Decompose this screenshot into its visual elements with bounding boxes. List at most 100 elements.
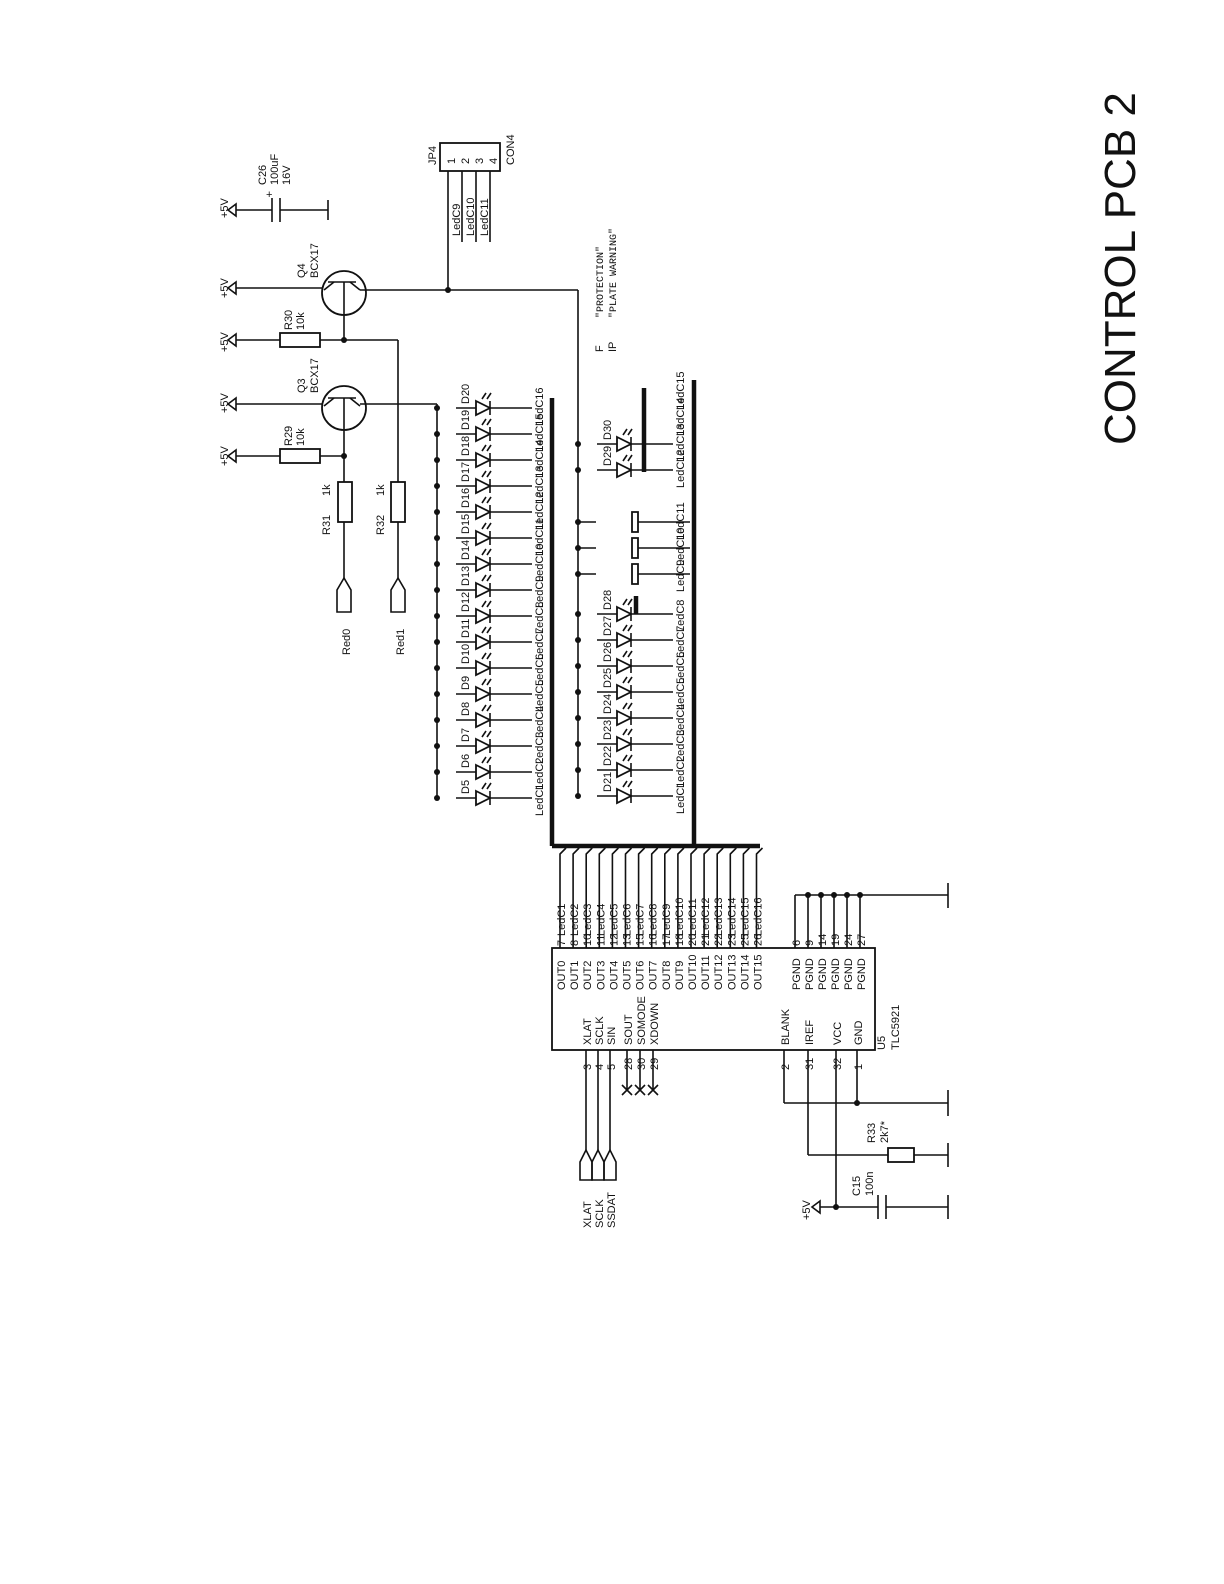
ic-pin-number: 24 bbox=[843, 934, 855, 946]
serial-port-icon bbox=[579, 1148, 593, 1181]
bus-entry bbox=[598, 847, 606, 948]
led-net-label: LedC10 bbox=[675, 527, 687, 566]
ic-u5-body bbox=[551, 947, 876, 1051]
led-net-label: LedC12 bbox=[534, 491, 546, 530]
bus-net-label: LedC15 bbox=[739, 897, 751, 936]
ic-pin-number: 30 bbox=[636, 1058, 648, 1070]
led-icon bbox=[456, 548, 532, 573]
led-net-label: LedC14 bbox=[675, 397, 687, 436]
ic-pin-name: OUT7 bbox=[648, 961, 660, 990]
green-led-node bbox=[575, 611, 581, 617]
ic-pin-number: 3 bbox=[582, 1064, 594, 1070]
ic-pin-name: PGND bbox=[830, 958, 842, 990]
green-led-column: D21D22D23D24D25D26D27D28D29D30LedC1LedC2… bbox=[575, 371, 697, 846]
green-led-node bbox=[575, 715, 581, 721]
ic-pin-name: SOMODE bbox=[636, 996, 648, 1045]
ic-part: TLC5921 bbox=[890, 1005, 902, 1050]
bus-entry bbox=[611, 847, 619, 948]
ic-pin-number: 6 bbox=[791, 940, 803, 946]
led-ref-D22: D22 bbox=[602, 746, 614, 766]
power-symbol-c15: +5V bbox=[801, 1199, 813, 1220]
led-icon bbox=[597, 676, 673, 701]
ic-pin-name: OUT5 bbox=[622, 961, 634, 990]
ic-pin-name: OUT3 bbox=[595, 961, 607, 990]
led-net-label: LedC4 bbox=[675, 704, 687, 736]
ic-pin-name: OUT15 bbox=[753, 955, 765, 990]
q4-ref: Q4 bbox=[296, 263, 308, 278]
ic-pin-name: OUT2 bbox=[582, 961, 594, 990]
led-icon bbox=[597, 702, 673, 727]
ic-pin-name: OUT13 bbox=[726, 955, 738, 990]
led-icon bbox=[597, 728, 673, 753]
led-ref-D10: D10 bbox=[460, 644, 472, 664]
jp4-net-1: LedC9 bbox=[451, 204, 463, 236]
jp4-pin-1: 1 bbox=[446, 158, 458, 164]
ic-u5: U5 TLC5921 7OUT08OUT110OUT211OUT312OUT41… bbox=[551, 883, 949, 1220]
ic-pin-name: PGND bbox=[804, 958, 816, 990]
bus-net-label: LedC7 bbox=[635, 904, 647, 936]
no-connect-icon bbox=[634, 1084, 646, 1096]
ic-pin-name: GND bbox=[853, 1021, 865, 1046]
led-ref-D27: D27 bbox=[602, 616, 614, 636]
led-icon bbox=[597, 650, 673, 675]
ic-pin-name: OUT8 bbox=[661, 961, 673, 990]
serial-port-icon bbox=[603, 1148, 617, 1181]
led-icon bbox=[597, 624, 673, 649]
red0-port-icon bbox=[336, 576, 352, 613]
ic-pin-name: OUT12 bbox=[713, 955, 725, 990]
ic-pin-name: OUT0 bbox=[556, 961, 568, 990]
ic-pin-number: 27 bbox=[856, 934, 868, 946]
jp4-pin-3: 3 bbox=[474, 158, 486, 164]
led-icon bbox=[456, 522, 532, 547]
red-led-node bbox=[434, 743, 440, 749]
led-icon bbox=[456, 496, 532, 521]
ic-pin-name: SIN bbox=[606, 1027, 618, 1045]
serial-port-icon bbox=[591, 1148, 605, 1181]
led-icon bbox=[456, 730, 532, 755]
r29-ref: R29 bbox=[283, 426, 295, 446]
ic-pin-name: OUT11 bbox=[700, 955, 712, 990]
ic-pin-name: SCLK bbox=[594, 1016, 606, 1045]
power-section: +5V + C26 100uF 16V +5V Q4 BCX17 +5V R30… bbox=[219, 154, 448, 655]
led-net-label: LedC3 bbox=[534, 732, 546, 764]
green-led-node bbox=[575, 689, 581, 695]
r30-value: 10k bbox=[295, 312, 307, 330]
bus-entry bbox=[650, 847, 659, 948]
led-net-label: LedC15 bbox=[534, 413, 546, 452]
r32-ref: R32 bbox=[375, 515, 387, 535]
ic-pin-name: PGND bbox=[856, 958, 868, 990]
led-net-label: LedC9 bbox=[675, 560, 687, 592]
serial-label: SSDAT bbox=[606, 1192, 618, 1228]
ic-pin-number: 21 bbox=[700, 934, 712, 946]
green-led-node bbox=[575, 767, 581, 773]
bus-net-label: LedC13 bbox=[713, 897, 725, 936]
ic-pin-number: 23 bbox=[726, 934, 738, 946]
bus-net-label: LedC6 bbox=[622, 904, 634, 936]
ic-pin-number: 25 bbox=[739, 934, 751, 946]
led-net-label: LedC13 bbox=[675, 423, 687, 462]
r30-resistor-icon bbox=[279, 332, 321, 348]
led-icon bbox=[597, 754, 673, 779]
led-icon bbox=[456, 574, 532, 599]
ic-pin-name: XDOWN bbox=[649, 1003, 661, 1045]
ic-pin-name: OUT6 bbox=[635, 961, 647, 990]
led-net-label: LedC11 bbox=[675, 502, 687, 540]
net-red1: Red1 bbox=[395, 629, 407, 655]
red-led-node bbox=[434, 561, 440, 567]
bus-entry bbox=[677, 847, 685, 948]
jp4-pin-4: 4 bbox=[488, 158, 500, 164]
ic-pin-name: OUT4 bbox=[608, 961, 620, 990]
led-ref-D16: D16 bbox=[460, 488, 472, 508]
bus-entry bbox=[729, 847, 737, 948]
led-ref-D12: D12 bbox=[460, 592, 472, 612]
green-led-node bbox=[575, 663, 581, 669]
no-connect-icon bbox=[621, 1084, 633, 1096]
ic-pin-number: 20 bbox=[687, 934, 699, 946]
led-net-label: LedC2 bbox=[534, 758, 546, 790]
led-ref-D5: D5 bbox=[460, 780, 472, 794]
ic-pin-number: 11 bbox=[595, 935, 607, 946]
q3-part: BCX17 bbox=[309, 358, 321, 393]
led-ref-D11: D11 bbox=[460, 619, 472, 638]
